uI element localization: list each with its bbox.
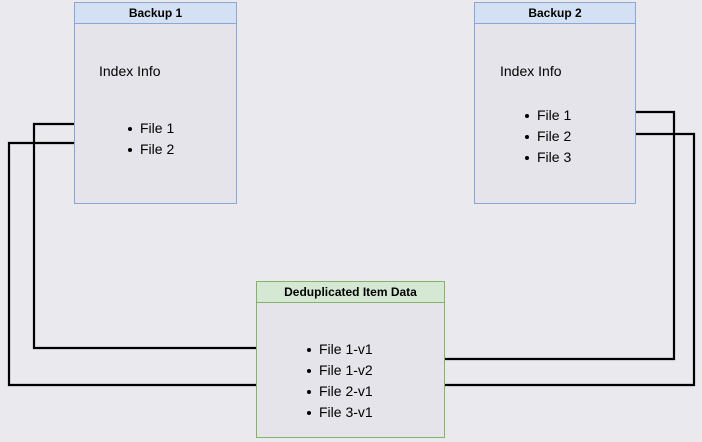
list-item[interactable]: File 2-v1 [305, 381, 373, 402]
deduplicated-item-data-title: Deduplicated Item Data [257, 282, 444, 303]
list-item[interactable]: File 1 [126, 118, 174, 139]
list-item[interactable]: File 1-v1 [305, 339, 373, 360]
backup-1-file-list: File 1 File 2 [126, 118, 174, 160]
backup-2-title: Backup 2 [475, 3, 635, 24]
list-item[interactable]: File 3 [523, 147, 571, 168]
backup-1-title: Backup 1 [75, 3, 236, 24]
backup-1-box[interactable]: Backup 1 Index Info File 1 File 2 [74, 2, 237, 204]
deduplicated-item-list: File 1-v1 File 1-v2 File 2-v1 File 3-v1 [305, 339, 373, 423]
list-item[interactable]: File 1 [523, 105, 571, 126]
list-item[interactable]: File 2 [523, 126, 571, 147]
list-item[interactable]: File 2 [126, 139, 174, 160]
backup-2-file-list: File 1 File 2 File 3 [523, 105, 571, 168]
deduplicated-item-data-box[interactable]: Deduplicated Item Data File 1-v1 File 1-… [256, 281, 445, 438]
list-item[interactable]: File 3-v1 [305, 402, 373, 423]
backup-2-index-label: Index Info [500, 63, 562, 79]
list-item[interactable]: File 1-v2 [305, 360, 373, 381]
backup-1-index-label: Index Info [99, 63, 161, 79]
backup-2-box[interactable]: Backup 2 Index Info File 1 File 2 File 3 [474, 2, 636, 204]
